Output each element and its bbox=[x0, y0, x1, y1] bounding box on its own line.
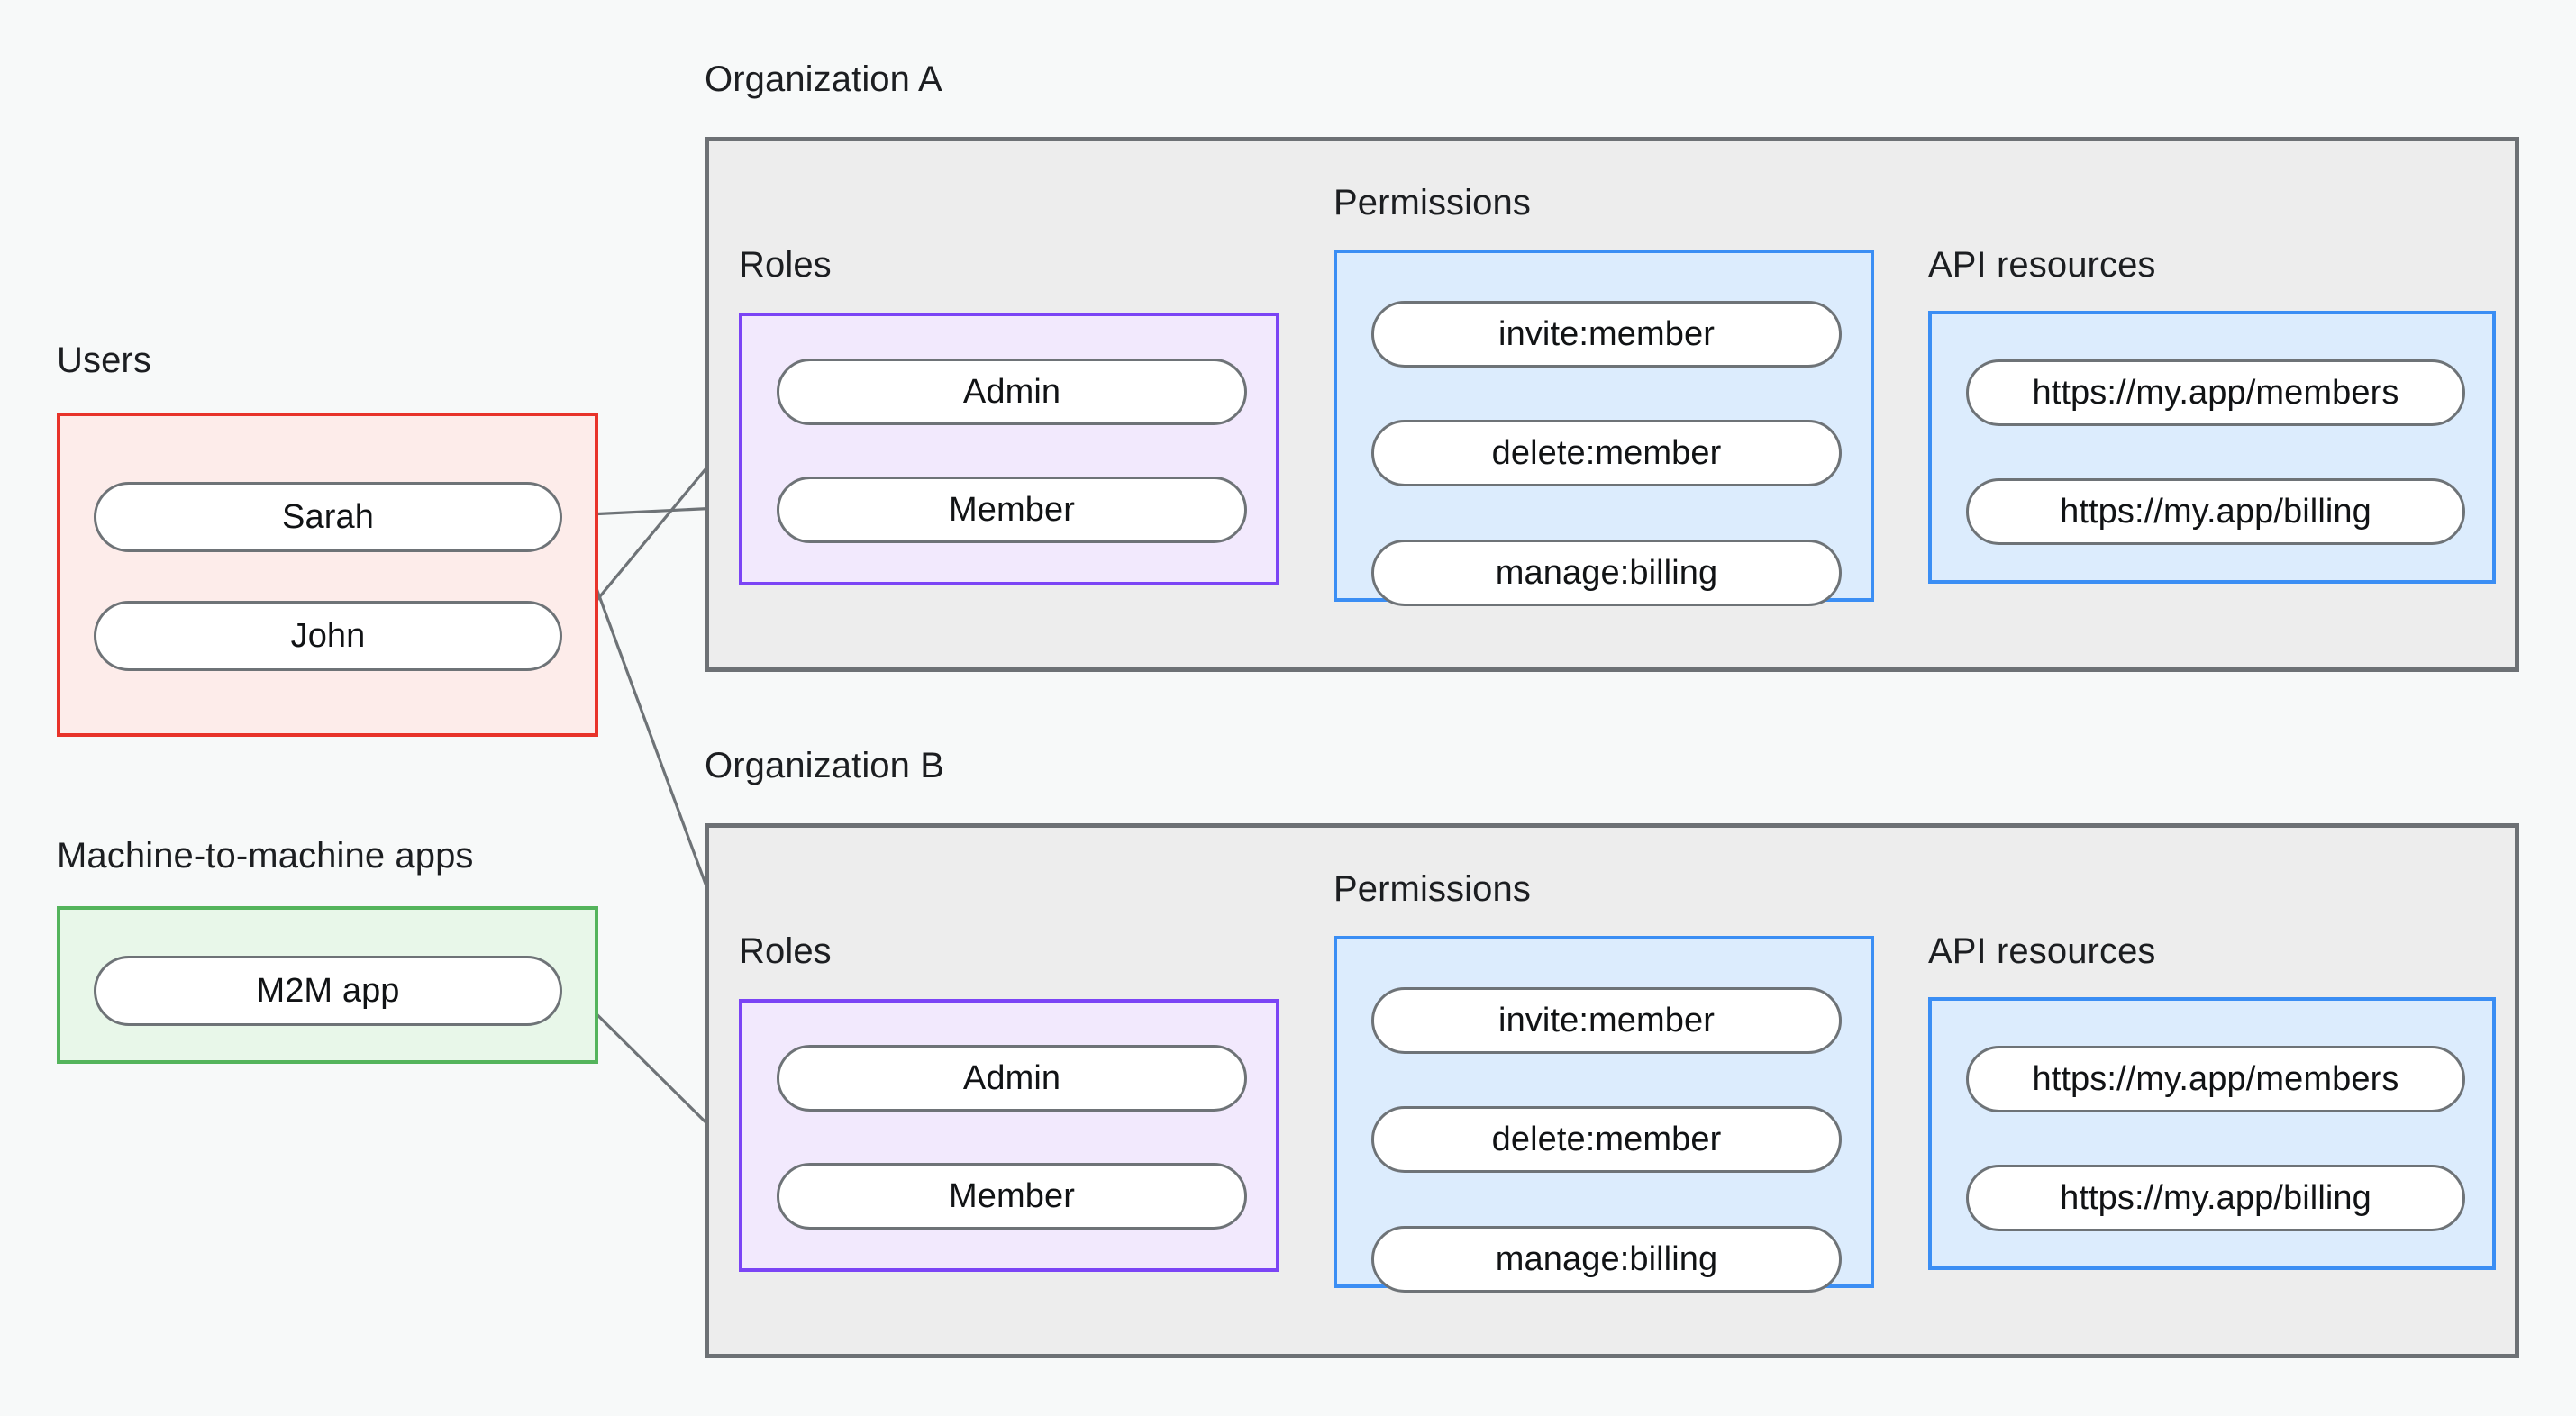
orgB-permission-delete-member[interactable]: delete:member bbox=[1371, 1106, 1842, 1173]
orgA-api-resources-caption: API resources bbox=[1928, 245, 2156, 285]
orgB-permission-manage-billing[interactable]: manage:billing bbox=[1371, 1226, 1842, 1293]
orgA-role-admin[interactable]: Admin bbox=[777, 359, 1247, 425]
orgB-role-member[interactable]: Member bbox=[777, 1163, 1247, 1230]
orgA-permissions-caption: Permissions bbox=[1334, 183, 1531, 222]
orgB-roles-box: Admin Member bbox=[739, 999, 1279, 1272]
m2m-node-app[interactable]: M2M app bbox=[94, 956, 562, 1026]
organization-b-box: Roles Admin Member Permissions invite:me… bbox=[705, 823, 2519, 1358]
orgA-permission-manage-billing[interactable]: manage:billing bbox=[1371, 540, 1842, 606]
orgA-roles-box: Admin Member bbox=[739, 313, 1279, 585]
orgB-api-resources-caption: API resources bbox=[1928, 931, 2156, 971]
orgA-permissions-box: invite:member delete:member manage:billi… bbox=[1334, 250, 1874, 606]
user-node-sarah[interactable]: Sarah bbox=[94, 482, 562, 552]
organization-a-box: Roles Admin Member Permissions invite:me… bbox=[705, 137, 2519, 672]
orgB-permissions-box: invite:member delete:member manage:billi… bbox=[1334, 936, 1874, 1293]
user-node-john[interactable]: John bbox=[94, 601, 562, 671]
orgB-api-resource-billing[interactable]: https://my.app/billing bbox=[1966, 1165, 2465, 1231]
orgB-api-resource-members[interactable]: https://my.app/members bbox=[1966, 1046, 2465, 1112]
users-caption: Users bbox=[57, 340, 151, 380]
orgA-role-member[interactable]: Member bbox=[777, 477, 1247, 543]
orgB-api-resources-box: https://my.app/members https://my.app/bi… bbox=[1928, 997, 2496, 1270]
orgB-roles-caption: Roles bbox=[739, 931, 832, 971]
m2m-caption: Machine-to-machine apps bbox=[57, 836, 474, 876]
orgA-permission-invite-member[interactable]: invite:member bbox=[1371, 301, 1842, 368]
orgA-roles-caption: Roles bbox=[739, 245, 832, 285]
orgB-permissions-caption: Permissions bbox=[1334, 869, 1531, 909]
orgB-permission-invite-member[interactable]: invite:member bbox=[1371, 987, 1842, 1054]
orgA-permission-delete-member[interactable]: delete:member bbox=[1371, 420, 1842, 486]
orgB-role-admin[interactable]: Admin bbox=[777, 1045, 1247, 1112]
orgA-api-resource-members[interactable]: https://my.app/members bbox=[1966, 359, 2465, 426]
organization-b-caption: Organization B bbox=[705, 746, 944, 785]
m2m-group-box: M2M app bbox=[57, 906, 598, 1064]
orgA-api-resources-box: https://my.app/members https://my.app/bi… bbox=[1928, 311, 2496, 584]
orgA-api-resource-billing[interactable]: https://my.app/billing bbox=[1966, 478, 2465, 545]
organization-a-caption: Organization A bbox=[705, 59, 942, 99]
users-group-box: Sarah John bbox=[57, 413, 598, 737]
